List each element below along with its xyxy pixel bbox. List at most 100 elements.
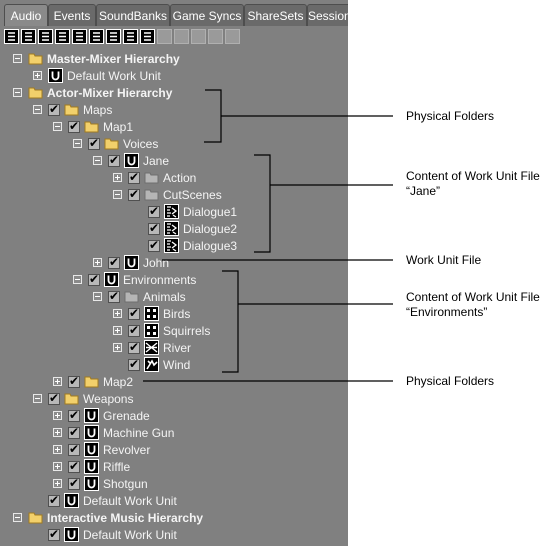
tree-item-label: Dialogue1 <box>183 204 238 219</box>
include-checkbox[interactable] <box>128 187 140 201</box>
tree-row[interactable]: Revolver <box>53 441 150 458</box>
expand-icon[interactable] <box>53 479 62 488</box>
include-checkbox[interactable] <box>108 289 120 303</box>
sound-voice-icon[interactable] <box>140 29 155 44</box>
tree-row[interactable]: Default Work Unit <box>33 67 161 84</box>
actor-mixer-icon[interactable] <box>38 29 53 44</box>
collapse-icon[interactable] <box>73 275 82 284</box>
expand-icon[interactable] <box>53 411 62 420</box>
switch-container-icon[interactable] <box>89 29 104 44</box>
include-checkbox[interactable] <box>88 136 100 150</box>
folder-icon[interactable] <box>21 29 36 44</box>
sequence-container-icon[interactable] <box>72 29 87 44</box>
tree-item-label: Riffle <box>103 459 131 474</box>
tree-row[interactable]: Interactive Music Hierarchy <box>13 509 203 526</box>
collapse-icon[interactable] <box>13 88 22 97</box>
include-checkbox[interactable] <box>108 153 120 167</box>
tree-row[interactable]: Map2 <box>53 373 133 390</box>
tree-item-label: Machine Gun <box>103 425 175 440</box>
include-checkbox[interactable] <box>128 323 140 337</box>
include-checkbox[interactable] <box>68 425 80 439</box>
tree-row[interactable]: Jane <box>93 152 169 169</box>
include-checkbox[interactable] <box>128 170 140 184</box>
expand-icon[interactable] <box>113 173 122 182</box>
include-checkbox[interactable] <box>68 374 80 388</box>
include-checkbox[interactable] <box>48 102 60 116</box>
tab-audio[interactable]: Audio <box>4 4 48 26</box>
include-checkbox[interactable] <box>148 221 160 235</box>
tree-row[interactable]: Animals <box>93 288 186 305</box>
tree-row[interactable]: Master-Mixer Hierarchy <box>13 50 180 67</box>
tree-row[interactable]: Wind <box>113 356 190 373</box>
tree-row[interactable]: Dialogue3 <box>133 237 237 254</box>
include-checkbox[interactable] <box>148 238 160 252</box>
expand-icon[interactable] <box>53 428 62 437</box>
tree-item-label: Default Work Unit <box>67 68 161 83</box>
collapse-icon[interactable] <box>33 394 42 403</box>
include-checkbox[interactable] <box>68 459 80 473</box>
include-checkbox[interactable] <box>48 391 60 405</box>
collapse-icon[interactable] <box>53 122 62 131</box>
tree-row[interactable]: River <box>113 339 191 356</box>
collapse-icon[interactable] <box>13 513 22 522</box>
tree-row[interactable]: John <box>93 254 169 271</box>
collapse-icon[interactable] <box>33 105 42 114</box>
tree-item-label: Voices <box>123 136 159 151</box>
expand-icon[interactable] <box>53 445 62 454</box>
tree-row[interactable]: Riffle <box>53 458 130 475</box>
include-checkbox[interactable] <box>88 272 100 286</box>
tree-row[interactable]: Environments <box>73 271 196 288</box>
tab-soundbanks[interactable]: SoundBanks <box>96 4 170 26</box>
tab-sharesets[interactable]: ShareSets <box>244 4 307 26</box>
tree-row[interactable]: Shotgun <box>53 475 148 492</box>
include-checkbox[interactable] <box>68 408 80 422</box>
blend-container-icon[interactable] <box>106 29 121 44</box>
callout-work-unit-file: Work Unit File <box>406 253 482 267</box>
include-checkbox[interactable] <box>128 340 140 354</box>
tree-row[interactable]: Machine Gun <box>53 424 174 441</box>
include-checkbox[interactable] <box>48 493 60 507</box>
collapse-icon[interactable] <box>93 156 102 165</box>
tree-row[interactable]: Actor-Mixer Hierarchy <box>13 84 172 101</box>
include-checkbox[interactable] <box>128 357 140 371</box>
tree-row[interactable]: Default Work Unit <box>33 492 177 509</box>
expand-icon[interactable] <box>113 309 122 318</box>
work-unit-icon[interactable] <box>4 29 19 44</box>
collapse-icon[interactable] <box>113 190 122 199</box>
include-checkbox[interactable] <box>68 442 80 456</box>
tree-row[interactable]: Dialogue2 <box>133 220 237 237</box>
random-container-icon[interactable] <box>55 29 70 44</box>
expand-icon[interactable] <box>33 71 42 80</box>
tab-game-syncs[interactable]: Game Syncs <box>170 4 244 26</box>
tree-row[interactable]: Maps <box>33 101 112 118</box>
expand-icon[interactable] <box>93 258 102 267</box>
tree-row[interactable]: Voices <box>73 135 158 152</box>
tree-row[interactable]: Action <box>113 169 196 186</box>
tree-row[interactable]: Grenade <box>53 407 150 424</box>
sound-sfx-icon[interactable] <box>123 29 138 44</box>
include-checkbox[interactable] <box>68 476 80 490</box>
tab-events[interactable]: Events <box>48 4 96 26</box>
tree-row[interactable]: Weapons <box>33 390 133 407</box>
tree-row[interactable]: CutScenes <box>113 186 222 203</box>
expand-icon[interactable] <box>53 462 62 471</box>
include-checkbox[interactable] <box>148 204 160 218</box>
expand-icon[interactable] <box>113 326 122 335</box>
expand-icon[interactable] <box>113 343 122 352</box>
tab-session[interactable]: Session <box>307 4 348 26</box>
collapse-icon[interactable] <box>13 54 22 63</box>
collapse-icon[interactable] <box>73 139 82 148</box>
tree-row[interactable]: Dialogue1 <box>133 203 237 220</box>
include-checkbox[interactable] <box>68 119 80 133</box>
tree-row[interactable]: Squirrels <box>113 322 210 339</box>
include-checkbox[interactable] <box>108 255 120 269</box>
include-checkbox[interactable] <box>128 306 140 320</box>
tree-row[interactable]: Map1 <box>53 118 133 135</box>
collapse-icon[interactable] <box>93 292 102 301</box>
expand-icon[interactable] <box>53 377 62 386</box>
include-checkbox[interactable] <box>48 527 60 541</box>
tree-row[interactable]: Birds <box>113 305 190 322</box>
spacer <box>133 207 142 216</box>
tree-row[interactable]: Default Work Unit <box>33 526 177 543</box>
